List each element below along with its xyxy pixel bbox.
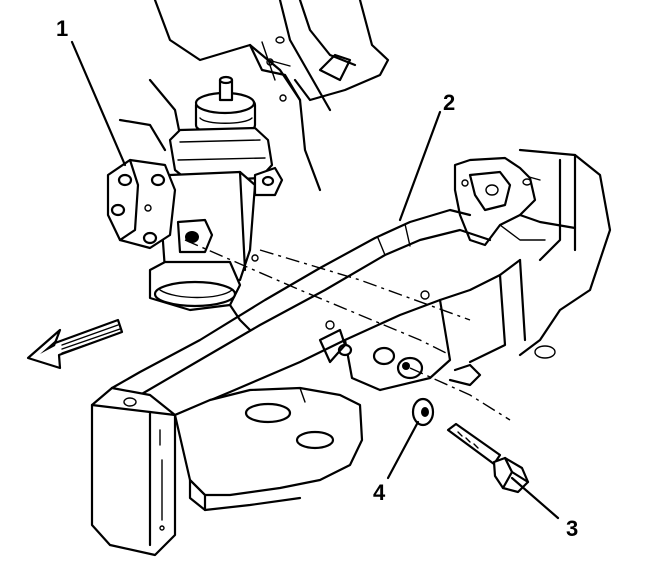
steering-gear <box>106 75 284 332</box>
callout-1: 1 <box>56 16 69 41</box>
rear-frame-structure <box>448 148 612 387</box>
callout-4: 4 <box>373 480 386 505</box>
upper-body-structure <box>118 0 390 192</box>
washer <box>411 397 435 427</box>
alignment-centerlines <box>184 239 511 421</box>
forward-arrow-icon <box>26 318 124 370</box>
leader-lines <box>70 40 560 520</box>
callout-2: 2 <box>443 90 456 115</box>
callout-3: 3 <box>566 516 579 541</box>
front-frame-horn <box>90 386 364 557</box>
